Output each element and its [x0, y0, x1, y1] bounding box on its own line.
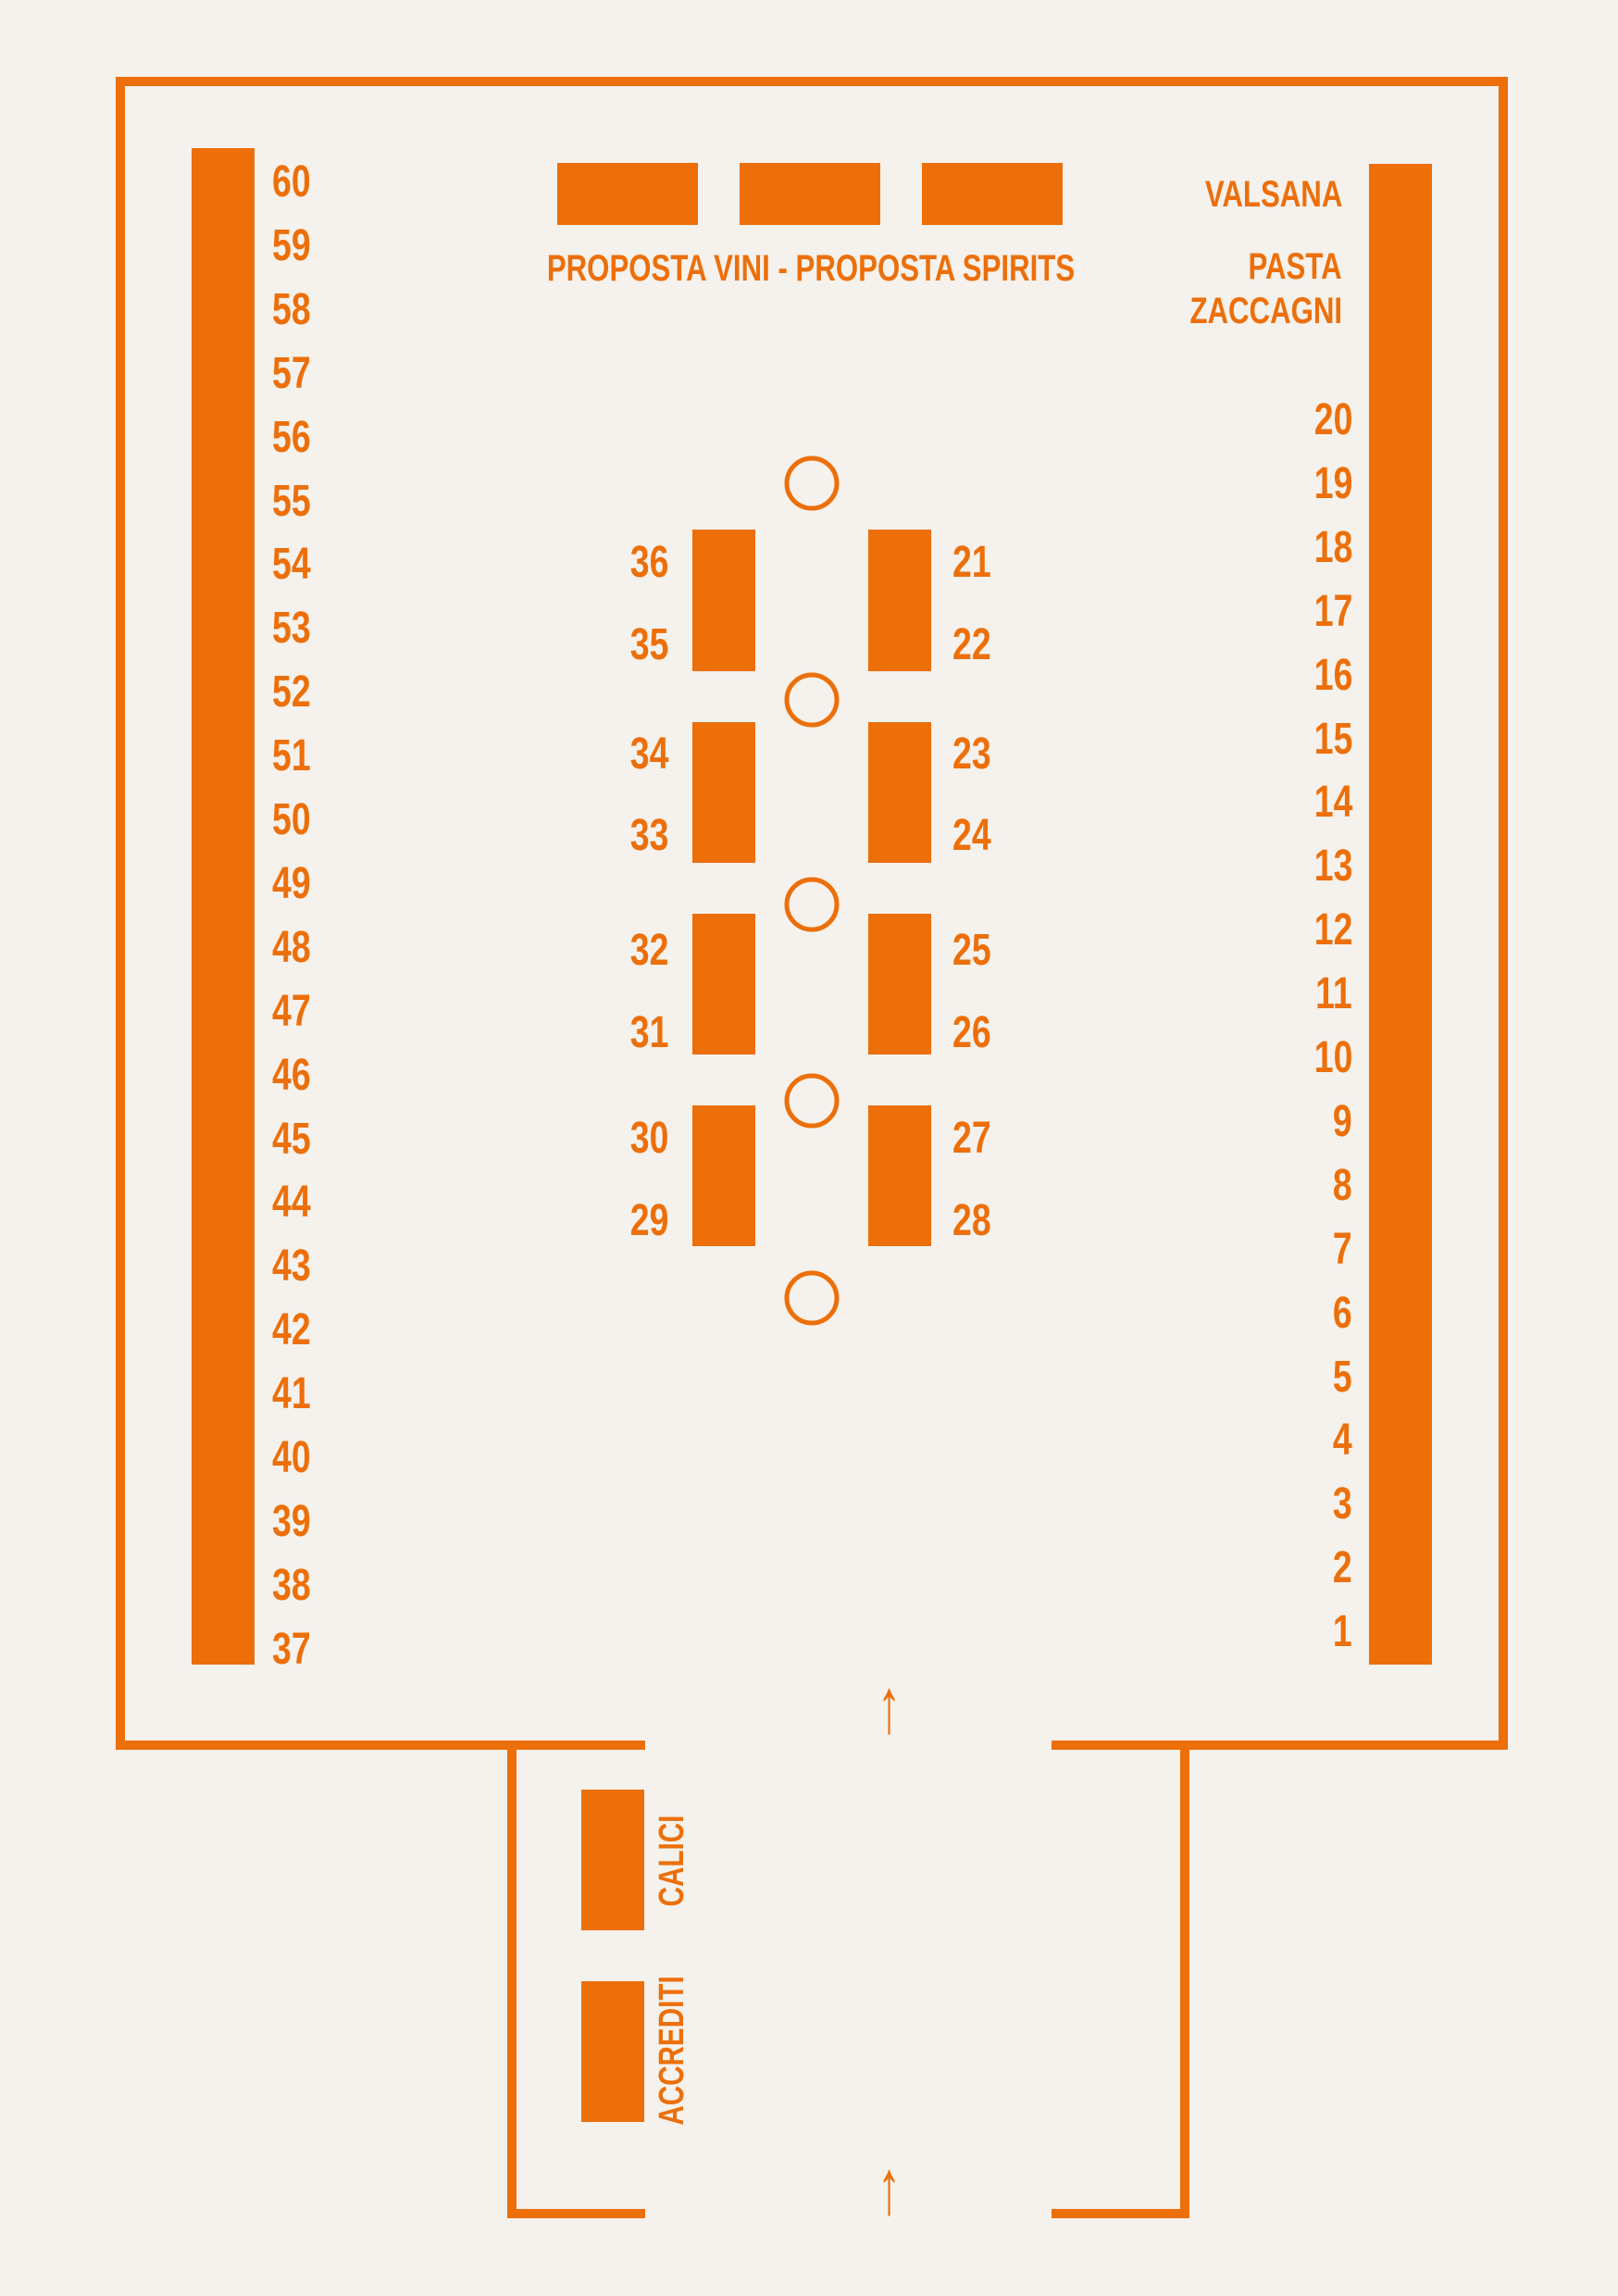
stand-number-50: 50 [272, 795, 311, 844]
stand-number-35: 35 [629, 620, 668, 669]
stand-number-10: 10 [1313, 1033, 1352, 1082]
stand-number-31: 31 [629, 1008, 668, 1057]
stand-number-46: 46 [272, 1050, 311, 1100]
pasta-label: PASTA [1248, 246, 1342, 287]
stand-number-23: 23 [952, 730, 991, 779]
stand-number-3: 3 [1333, 1479, 1352, 1529]
stand-number-49: 49 [272, 858, 311, 908]
stand-number-32: 32 [629, 926, 668, 975]
stand-number-29: 29 [629, 1196, 668, 1245]
stand-number-59: 59 [272, 220, 311, 270]
island-table-left-3 [692, 914, 755, 1054]
top-counter-label: PROPOSTA VINI - PROPOSTA SPIRITS [546, 248, 1076, 289]
stand-number-15: 15 [1313, 714, 1352, 764]
stand-number-33: 33 [629, 811, 668, 860]
stand-number-27: 27 [952, 1114, 991, 1163]
stand-number-28: 28 [952, 1196, 991, 1245]
island-table-right-3 [868, 914, 931, 1054]
stand-number-21: 21 [952, 538, 991, 587]
stand-number-9: 9 [1333, 1096, 1352, 1146]
top-counter-3 [922, 163, 1063, 225]
accrediti-desk [581, 1981, 644, 2122]
round-table-2 [784, 672, 840, 728]
round-table-3 [784, 877, 840, 932]
corridor-right-wall [1052, 1745, 1189, 2218]
stand-number-42: 42 [272, 1305, 311, 1355]
hall-outer-wall [116, 77, 1508, 1750]
stand-number-7: 7 [1333, 1224, 1352, 1274]
stand-number-60: 60 [272, 157, 311, 206]
round-table-5 [784, 1270, 840, 1326]
stand-number-55: 55 [272, 476, 311, 526]
corridor-left-wall [507, 1745, 645, 2218]
accrediti-label: ACCREDITI [653, 1976, 691, 2126]
top-counter-1 [557, 163, 698, 225]
stand-number-40: 40 [272, 1433, 311, 1482]
stand-number-30: 30 [629, 1114, 668, 1163]
stand-number-51: 51 [272, 731, 311, 781]
top-counter-2 [740, 163, 880, 225]
stand-number-17: 17 [1313, 586, 1352, 636]
stand-number-2: 2 [1333, 1543, 1352, 1593]
stand-number-22: 22 [952, 620, 991, 669]
zaccagni-label: ZACCAGNI [1189, 291, 1342, 331]
stand-number-41: 41 [272, 1369, 311, 1419]
stand-number-5: 5 [1333, 1352, 1352, 1402]
entrance-arrow-upper: ↑ [877, 1662, 902, 1749]
stand-number-39: 39 [272, 1496, 311, 1546]
stand-number-56: 56 [272, 412, 311, 462]
calici-label: CALICI [653, 1815, 691, 1907]
entrance-arrow-lower: ↑ [877, 2143, 902, 2230]
stand-number-26: 26 [952, 1008, 991, 1057]
left-wall-counter [192, 148, 255, 1665]
stand-number-37: 37 [272, 1624, 311, 1674]
stand-number-45: 45 [272, 1114, 311, 1164]
stand-number-6: 6 [1333, 1288, 1352, 1338]
stand-number-57: 57 [272, 348, 311, 398]
stand-number-18: 18 [1313, 522, 1352, 572]
island-table-right-2 [868, 722, 931, 863]
stand-number-47: 47 [272, 986, 311, 1036]
stand-number-8: 8 [1333, 1160, 1352, 1210]
stand-number-44: 44 [272, 1178, 311, 1228]
stand-number-25: 25 [952, 926, 991, 975]
stand-number-19: 19 [1313, 458, 1352, 508]
stand-number-34: 34 [629, 730, 668, 779]
stand-number-24: 24 [952, 811, 991, 860]
stand-number-36: 36 [629, 538, 668, 587]
valsana-label: VALSANA [1204, 174, 1342, 215]
island-table-left-4 [692, 1105, 755, 1246]
calici-desk [581, 1790, 644, 1930]
stand-number-1: 1 [1333, 1607, 1352, 1657]
round-table-1 [784, 455, 840, 511]
round-table-4 [784, 1073, 840, 1129]
stand-number-52: 52 [272, 668, 311, 718]
stand-number-38: 38 [272, 1560, 311, 1610]
stand-number-53: 53 [272, 604, 311, 654]
island-table-left-1 [692, 530, 755, 671]
stand-number-11: 11 [1315, 969, 1352, 1019]
stand-number-13: 13 [1313, 842, 1352, 892]
stand-number-12: 12 [1313, 905, 1352, 955]
stand-number-48: 48 [272, 922, 311, 972]
stand-number-14: 14 [1313, 778, 1352, 828]
island-table-left-2 [692, 722, 755, 863]
island-table-right-4 [868, 1105, 931, 1246]
stand-number-58: 58 [272, 284, 311, 334]
stand-number-54: 54 [272, 540, 311, 590]
stand-number-4: 4 [1333, 1416, 1352, 1466]
island-table-right-1 [868, 530, 931, 671]
stand-number-43: 43 [272, 1242, 311, 1292]
right-wall-counter [1369, 164, 1432, 1665]
stand-number-16: 16 [1313, 650, 1352, 700]
stand-number-20: 20 [1313, 395, 1352, 444]
